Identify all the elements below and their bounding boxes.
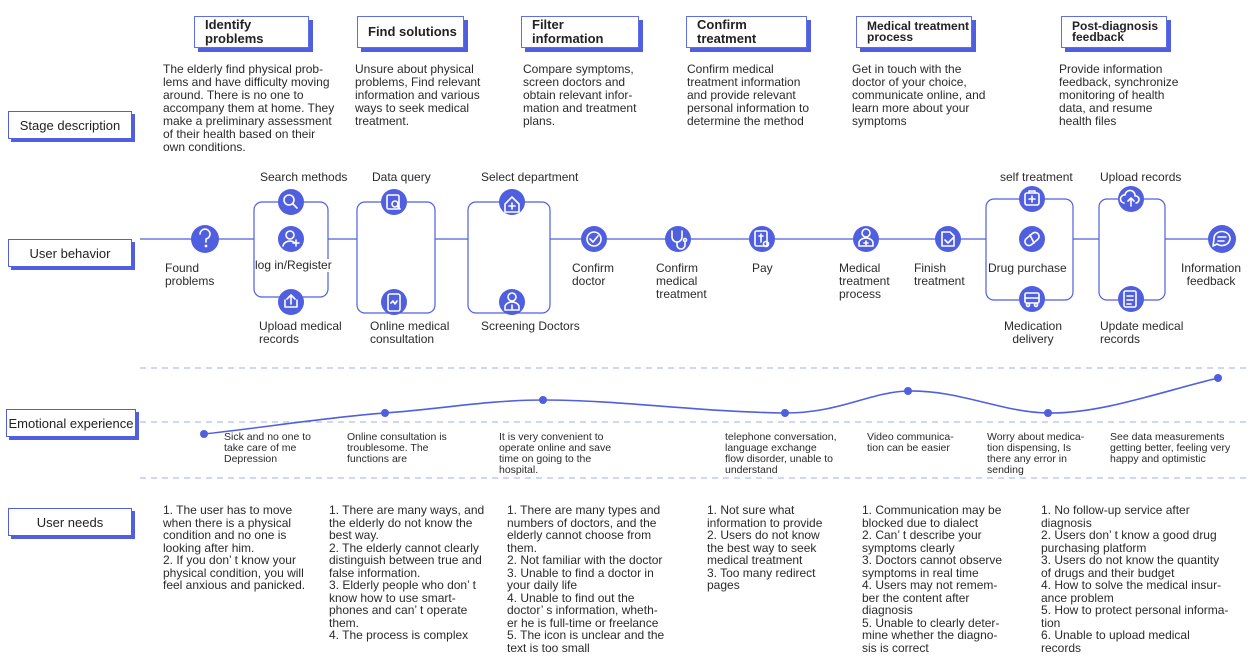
- behavior-update-medical-records: Update medical records: [1100, 319, 1184, 346]
- record-update-icon: [1118, 286, 1144, 312]
- emotion-text-1: Sick and no one to take care of me Depre…: [224, 431, 311, 465]
- behavior-upload-medical-records: Upload medical records: [259, 319, 342, 346]
- stage-title-identify: Identify problems: [194, 16, 309, 48]
- row-label-emotional-experience: Emotional experience: [6, 409, 136, 437]
- user-needs-6: 1. No follow-up service after diagnosis …: [1041, 503, 1229, 655]
- row-label-user-needs: User needs: [8, 508, 132, 536]
- payment-icon: [749, 226, 775, 252]
- row-label-user-behavior: User behavior: [8, 239, 132, 267]
- behavior-confirm-treatment: Confirm medical treatment: [656, 261, 707, 301]
- emotion-point: [904, 387, 912, 395]
- chat-bubble-icon: [1208, 225, 1236, 253]
- behavior-information-feedback: Information feedback: [1181, 261, 1242, 288]
- stage-desc-find-solutions: Unsure about physical problems, Find rel…: [355, 62, 481, 128]
- user-needs-2: 1. There are many ways, and the elderly …: [329, 503, 485, 642]
- emotion-text-2: Online consultation is troublesome. The …: [347, 431, 447, 465]
- question-icon: [191, 225, 219, 253]
- stage-title-find-solutions: Find solutions: [357, 16, 464, 48]
- user-needs-4: 1. Not sure what information to provide …: [707, 503, 823, 592]
- user-needs-1: 1. The user has to move when there is a …: [163, 503, 306, 592]
- emotion-point: [539, 396, 547, 404]
- finish-file-icon: [935, 226, 961, 252]
- emotion-point: [1044, 409, 1052, 417]
- behavior-data-query: Data query: [372, 170, 431, 184]
- emotion-text-4: telephone conversation, language exchang…: [725, 431, 837, 476]
- emotion-point: [1214, 374, 1222, 382]
- hospital-icon: [499, 189, 525, 215]
- delivery-truck-icon: [1019, 286, 1045, 312]
- check-icon: [581, 226, 607, 252]
- search-icon: [278, 189, 304, 215]
- behavior-upload-records: Upload records: [1100, 170, 1182, 184]
- user-needs-3: 1. There are many types and numbers of d…: [507, 503, 665, 655]
- behavior-medication-delivery: Medication delivery: [1004, 319, 1063, 346]
- behavior-confirm-doctor: Confirm doctor: [572, 261, 615, 288]
- stage-title-confirm: Confirm treatment: [686, 16, 807, 48]
- row-label-stage-description: Stage description: [8, 111, 132, 139]
- behavior-online-consultation: Online medical consultation: [370, 319, 450, 346]
- behavior-self-treatment: self treatment: [1000, 170, 1073, 184]
- emotion-point: [200, 430, 208, 438]
- emotion-point: [381, 409, 389, 417]
- behavior-finish-treatment: Finish treatment: [914, 261, 965, 288]
- behavior-login-register: log in/Register: [255, 258, 332, 272]
- emotion-text-3: It is very convenient to operate online …: [499, 431, 612, 476]
- stage-title-medical-process: Medical treatment process: [856, 16, 972, 48]
- behavior-select-department: Select department: [481, 170, 579, 184]
- stage-title-filter: Filter information: [521, 16, 639, 48]
- emotion-point: [781, 409, 789, 417]
- stage-title-post-diagnosis: Post-diagnosis feedback: [1061, 16, 1167, 48]
- stage-desc-confirm: Confirm medical treatment information an…: [687, 62, 810, 128]
- stage-desc-post-diagnosis: Provide information feedback, synchroniz…: [1059, 62, 1179, 128]
- emotion-text-6: Worry about medica- tion dispensing, Is …: [987, 431, 1085, 476]
- stage-desc-medical-process: Get in touch with the doctor of your cho…: [852, 62, 986, 128]
- stage-desc-filter: Compare symptoms, screen doctors and obt…: [523, 62, 637, 128]
- emotion-text-5: Video communica- tion can be easier: [867, 431, 954, 454]
- emotion-curve: [203, 377, 1219, 435]
- behavior-pay: Pay: [752, 261, 773, 275]
- behavior-search-methods: Search methods: [260, 170, 348, 184]
- behavior-medical-treatment-process: Medical treatment process: [839, 261, 890, 301]
- user-needs-5: 1. Communication may be blocked due to d…: [862, 503, 1003, 655]
- behavior-found-problems: Found problems: [165, 261, 215, 288]
- group-box-records: [1098, 198, 1166, 301]
- behavior-drug-purchase: Drug purchase: [988, 261, 1067, 275]
- stage-desc-identify: The elderly find physical prob- lems and…: [163, 62, 335, 154]
- behavior-screening-doctors: Screening Doctors: [481, 319, 580, 333]
- emotion-text-7: See data measurements getting better, fe…: [1110, 431, 1231, 465]
- medical-staff-icon: [853, 226, 879, 252]
